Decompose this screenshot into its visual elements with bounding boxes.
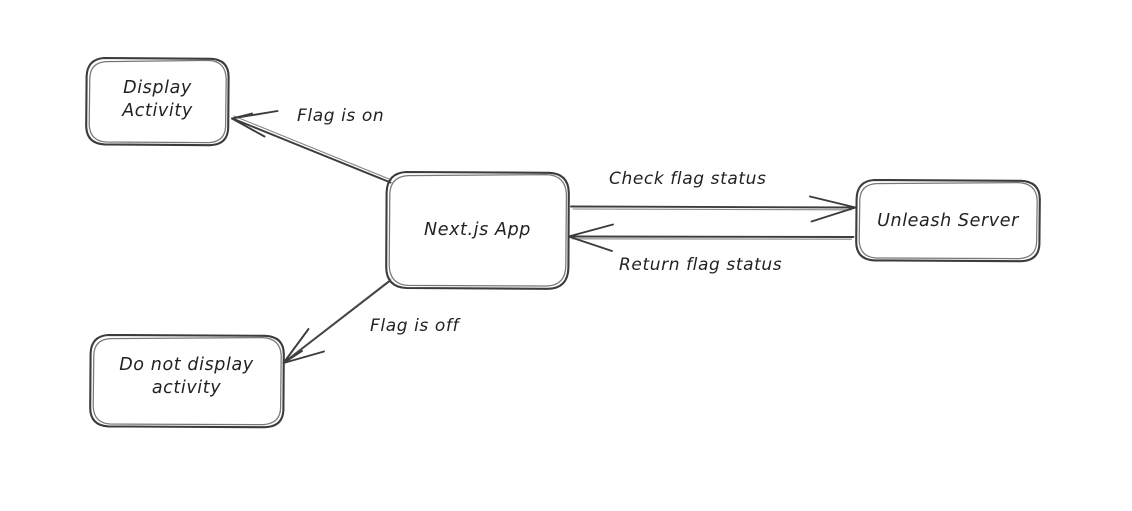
edge-flag-off	[282, 278, 392, 364]
edge-flag-on	[231, 110, 393, 184]
node-label-display-activity: Display Activity	[122, 78, 193, 122]
edge-label-return-flag-status: Return flag status	[619, 255, 783, 275]
node-do-not-display-activity[interactable]	[89, 333, 285, 429]
edge-label-check-flag-status: Check flag status	[609, 169, 767, 189]
node-display-activity[interactable]	[85, 56, 230, 147]
node-unleash-server[interactable]	[855, 178, 1041, 263]
node-label-nextjs-app: Next.js App	[424, 220, 531, 240]
edge-return-flag-status	[567, 223, 855, 252]
node-label-do-not-display-activity: Do not display activity	[119, 355, 254, 399]
node-nextjs-app[interactable]	[385, 170, 570, 290]
edge-label-flag-on: Flag is on	[297, 106, 385, 126]
edge-check-flag-status	[570, 195, 857, 223]
edge-label-flag-off: Flag is off	[370, 316, 460, 336]
node-label-unleash-server: Unleash Server	[877, 211, 1019, 231]
